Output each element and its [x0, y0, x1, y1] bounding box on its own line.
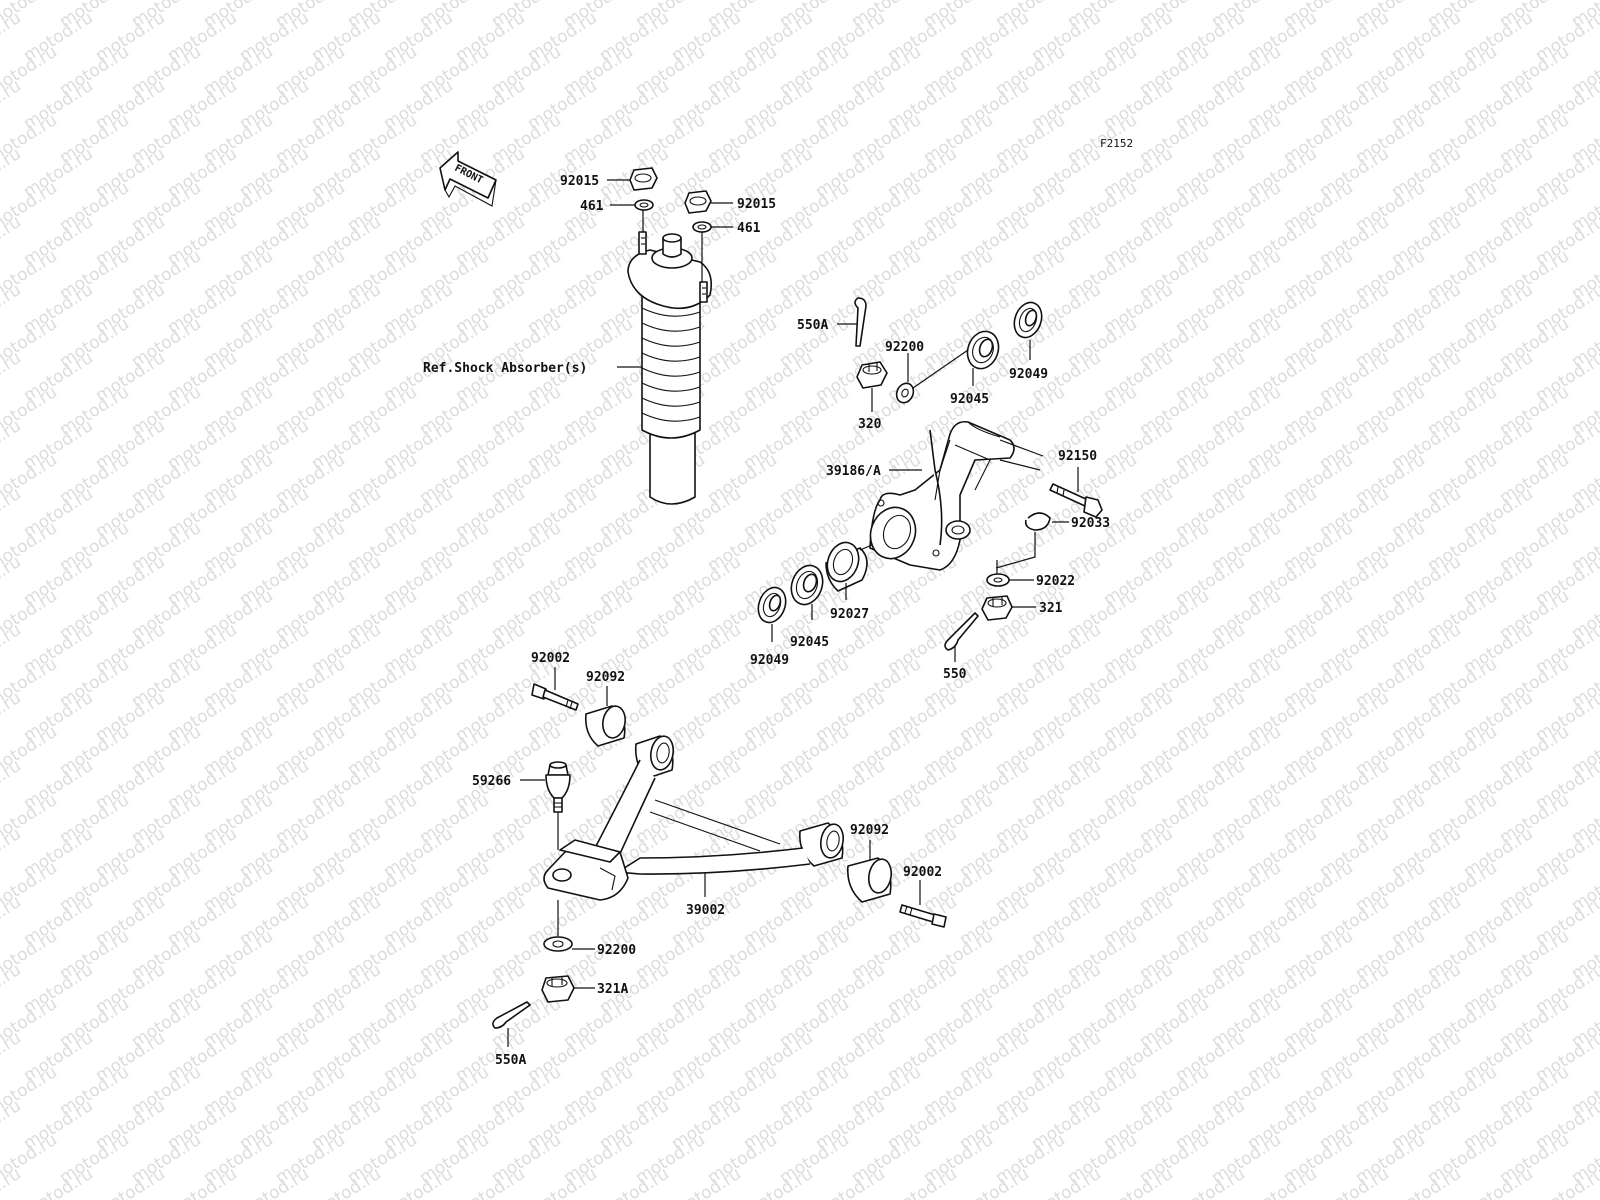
washer-top-right	[692, 221, 712, 233]
castle-nut-321	[981, 595, 1013, 621]
label-92002-left: 92002	[531, 651, 570, 666]
nut-top-left	[629, 167, 658, 191]
label-92022: 92022	[1036, 574, 1075, 589]
label-550A-arm: 550A	[495, 1053, 526, 1068]
castle-nut-320	[856, 361, 888, 389]
label-92045-bottom: 92045	[790, 635, 829, 650]
label-461-left: 461	[580, 199, 604, 214]
steering-knuckle	[869, 420, 1015, 571]
label-92033: 92033	[1071, 516, 1110, 531]
label-shock-ref: Ref.Shock Absorber(s)	[423, 361, 587, 376]
washer-top-left	[634, 199, 654, 211]
figure-code: F2152	[1100, 137, 1133, 150]
label-92049-bottom: 92049	[750, 653, 789, 668]
label-550: 550	[943, 667, 967, 682]
bushing-92092-right	[846, 857, 893, 903]
washer-92200-knuckle	[895, 382, 915, 404]
bearing-92049-bottom	[757, 586, 787, 624]
label-92092-right: 92092	[850, 823, 889, 838]
label-321: 321	[1039, 601, 1063, 616]
label-321A: 321A	[597, 982, 628, 997]
cotter-pin-550	[944, 612, 979, 651]
shock-absorber	[627, 231, 713, 505]
label-92045-top: 92045	[950, 392, 989, 407]
label-92027: 92027	[830, 607, 869, 622]
nut-top-right	[684, 190, 712, 214]
washer-92022	[986, 573, 1010, 587]
bolt-92002-right	[899, 904, 947, 928]
label-92002-right: 92002	[903, 865, 942, 880]
label-92200-arm: 92200	[597, 943, 636, 958]
label-59266: 59266	[472, 774, 511, 789]
label-39002: 39002	[686, 903, 725, 918]
washer-92200-arm	[543, 936, 573, 952]
label-461-right: 461	[737, 221, 761, 236]
castle-nut-321A	[541, 975, 575, 1003]
label-39186A: 39186/A	[826, 464, 881, 479]
label-92015-left: 92015	[560, 174, 599, 189]
ball-joint-59266	[545, 761, 571, 813]
label-550A-top: 550A	[797, 318, 828, 333]
circlip-92033	[1024, 512, 1051, 531]
label-320: 320	[858, 417, 882, 432]
front-arrow-icon: FRONT	[439, 151, 497, 207]
bolt-92150	[1049, 483, 1103, 518]
label-92150: 92150	[1058, 449, 1097, 464]
label-92049-top: 92049	[1009, 367, 1048, 382]
cotter-pin-550A-arm	[492, 1001, 531, 1029]
cotter-pin-top	[854, 297, 867, 347]
bearing-92049-top	[1013, 301, 1043, 339]
sleeve-92027	[825, 541, 868, 592]
label-92200-knuckle: 92200	[885, 340, 924, 355]
bearing-92045-bottom	[790, 564, 824, 606]
bearing-92045-top	[966, 330, 1000, 370]
a-arm-39002	[543, 735, 845, 901]
label-92092-left: 92092	[586, 670, 625, 685]
bushing-92092-left	[584, 705, 626, 747]
label-92015-right: 92015	[737, 197, 776, 212]
